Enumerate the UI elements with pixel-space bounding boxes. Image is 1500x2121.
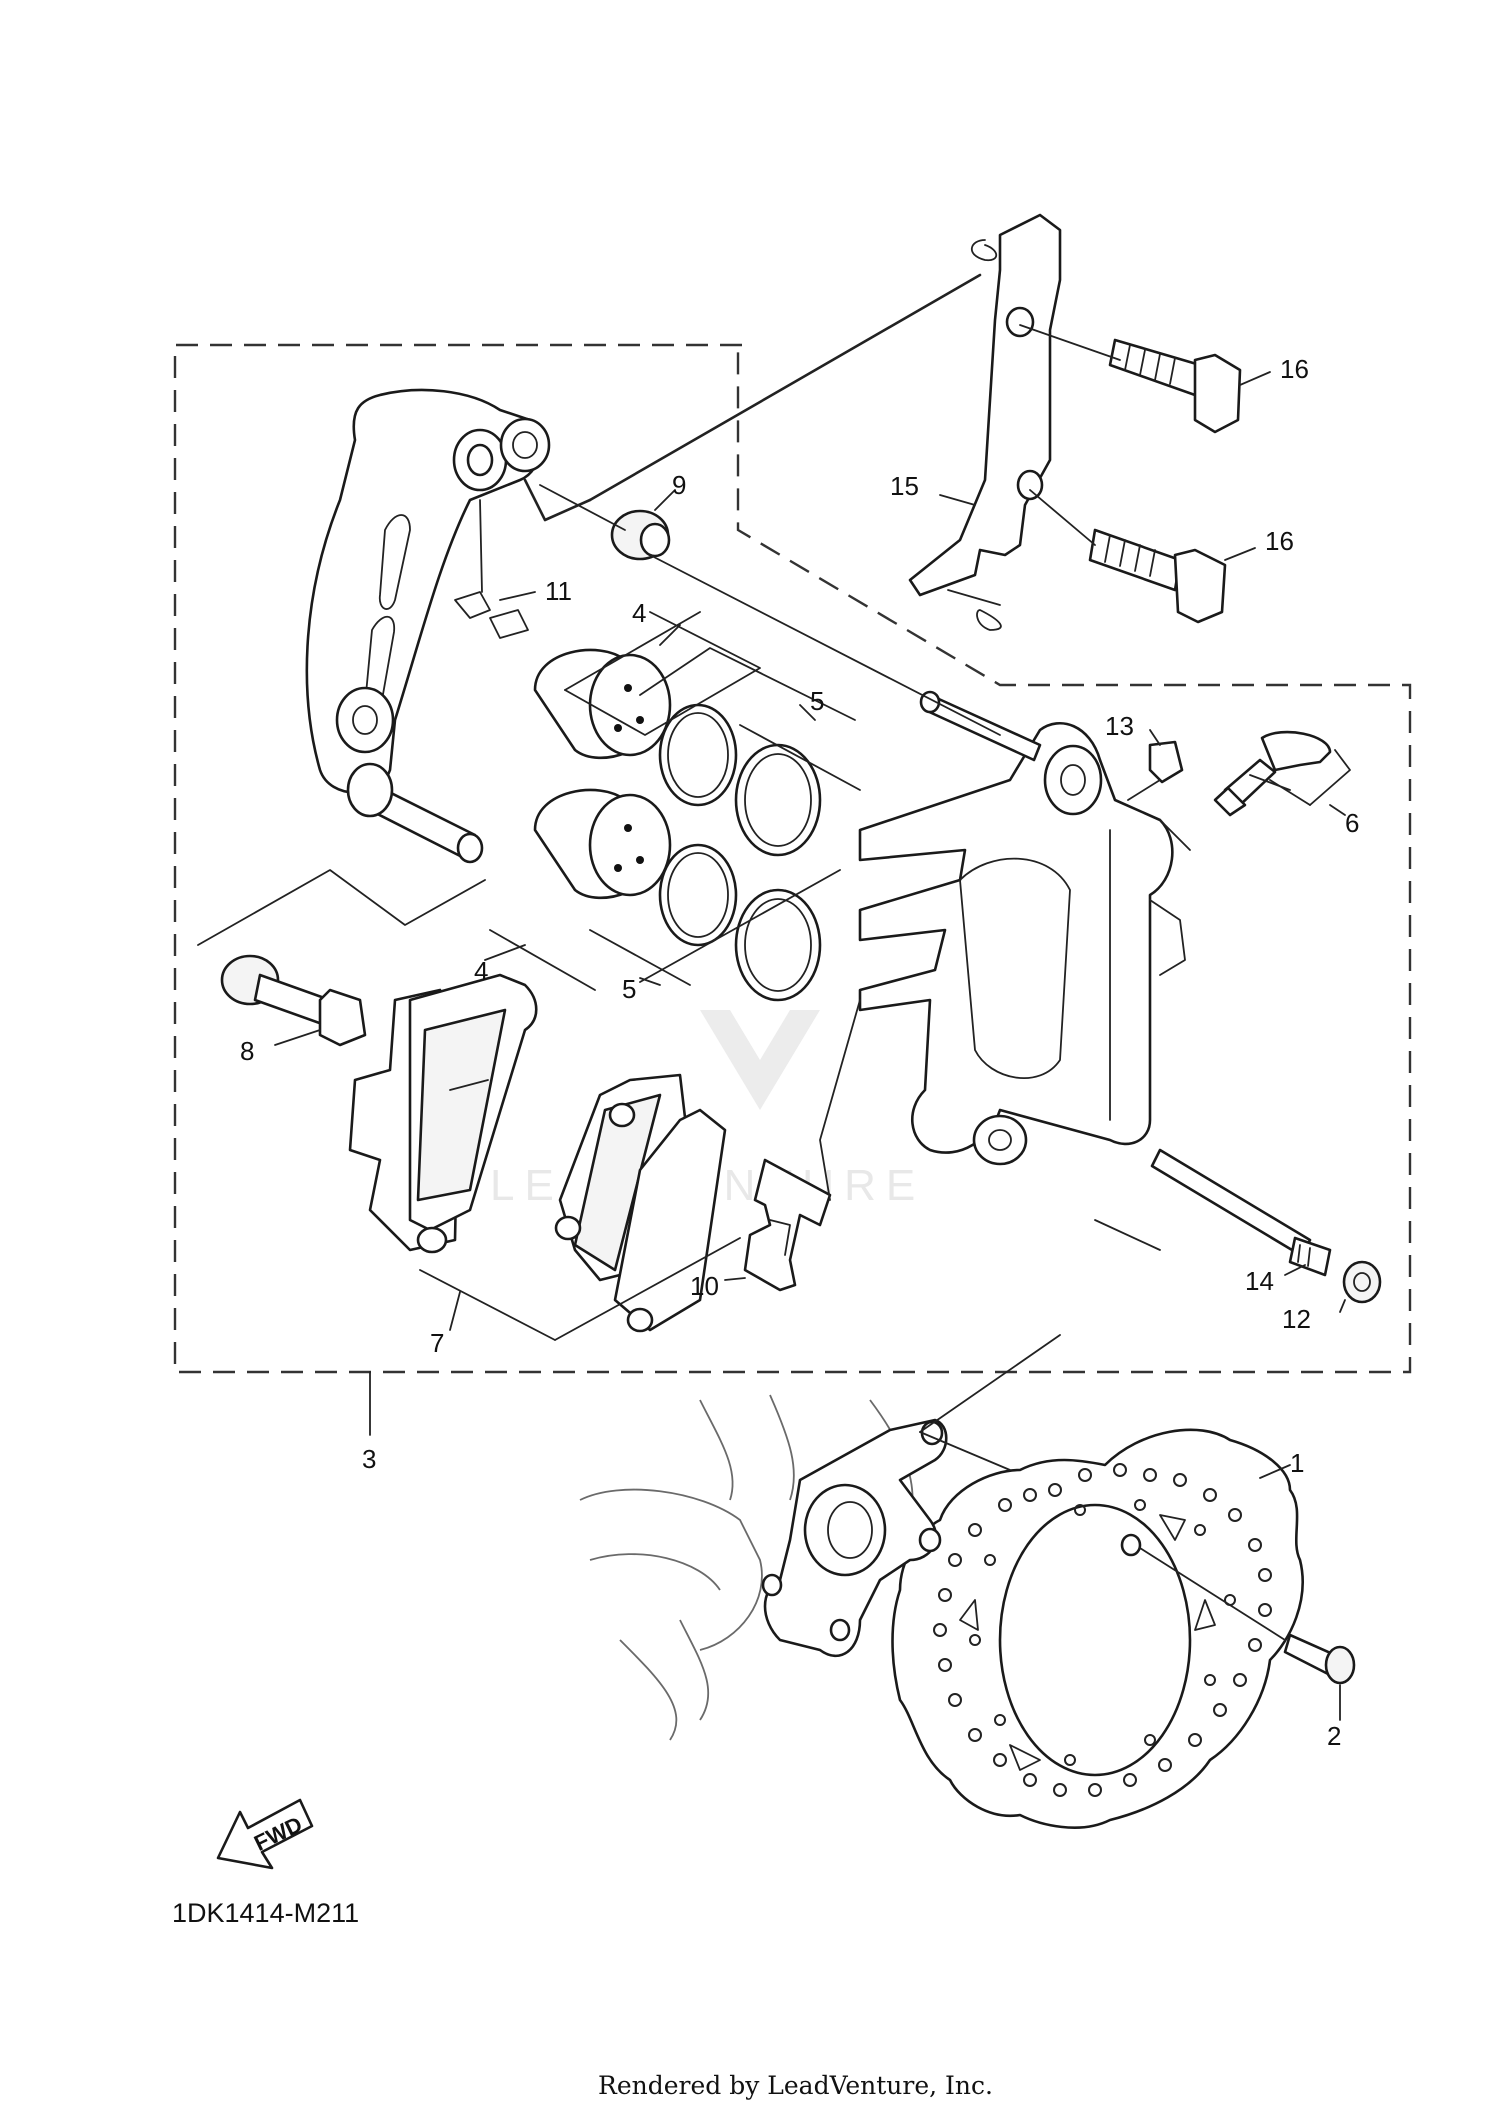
assembly-boundary bbox=[173, 343, 1412, 1374]
callout-5-upper: 5 bbox=[810, 686, 824, 716]
boot-9 bbox=[539, 484, 671, 561]
callout-5-lower: 5 bbox=[622, 974, 636, 1004]
diagram-code: 1DK1414-M211 bbox=[172, 1898, 359, 1928]
callout-12: 12 bbox=[1282, 1304, 1311, 1334]
callout-16-upper: 16 bbox=[1280, 354, 1309, 384]
plug-12 bbox=[1342, 1260, 1382, 1304]
bleed-screw-6 bbox=[1213, 730, 1332, 817]
callout-15: 15 bbox=[890, 471, 919, 501]
caliper-bracket bbox=[305, 388, 551, 864]
callout-8: 8 bbox=[240, 1036, 254, 1066]
flange-bolt-16-upper bbox=[1108, 338, 1242, 434]
caliper-pin-14 bbox=[1150, 1148, 1332, 1277]
callout-labels: 1 2 3 4 4 5 5 6 7 8 9 10 11 12 13 14 15 … bbox=[240, 354, 1359, 1751]
pistons-4 bbox=[533, 648, 672, 900]
callout-16-lower: 16 bbox=[1265, 526, 1294, 556]
piston-seals-5 bbox=[658, 703, 822, 1002]
brake-pads-7 bbox=[348, 973, 727, 1333]
bleed-cap-13 bbox=[1127, 740, 1184, 801]
pin-bolt-8 bbox=[220, 954, 367, 1047]
footer-credit: Rendered by LeadVenture, Inc. bbox=[598, 2071, 993, 2100]
callout-4-upper: 4 bbox=[632, 598, 646, 628]
callout-6: 6 bbox=[1345, 808, 1359, 838]
callout-10: 10 bbox=[690, 1271, 719, 1301]
callout-7: 7 bbox=[430, 1328, 444, 1358]
flange-bolt-16-lower bbox=[1088, 528, 1227, 624]
caliper-body bbox=[858, 721, 1191, 1166]
callout-2: 2 bbox=[1327, 1721, 1341, 1751]
wheel-hub-outline bbox=[579, 1394, 948, 1741]
callout-9: 9 bbox=[672, 470, 686, 500]
callout-11: 11 bbox=[545, 576, 572, 606]
callout-4-lower: 4 bbox=[474, 956, 488, 986]
leader-lines bbox=[197, 273, 1351, 1471]
callout-1: 1 bbox=[1290, 1448, 1304, 1478]
pad-spring-10 bbox=[743, 1158, 832, 1292]
forward-arrow-icon: FWD bbox=[216, 1798, 314, 1870]
pad-clip-11 bbox=[454, 499, 529, 639]
brake-disc-1 bbox=[891, 1428, 1304, 1829]
callout-14: 14 bbox=[1245, 1266, 1274, 1296]
callout-3: 3 bbox=[362, 1444, 376, 1474]
callout-13: 13 bbox=[1105, 711, 1134, 741]
caliper-support-15 bbox=[908, 213, 1062, 631]
guide-pin-upper bbox=[919, 690, 1042, 762]
disc-bolt-2 bbox=[1139, 1547, 1356, 1685]
callout-pointers bbox=[274, 371, 1346, 1721]
